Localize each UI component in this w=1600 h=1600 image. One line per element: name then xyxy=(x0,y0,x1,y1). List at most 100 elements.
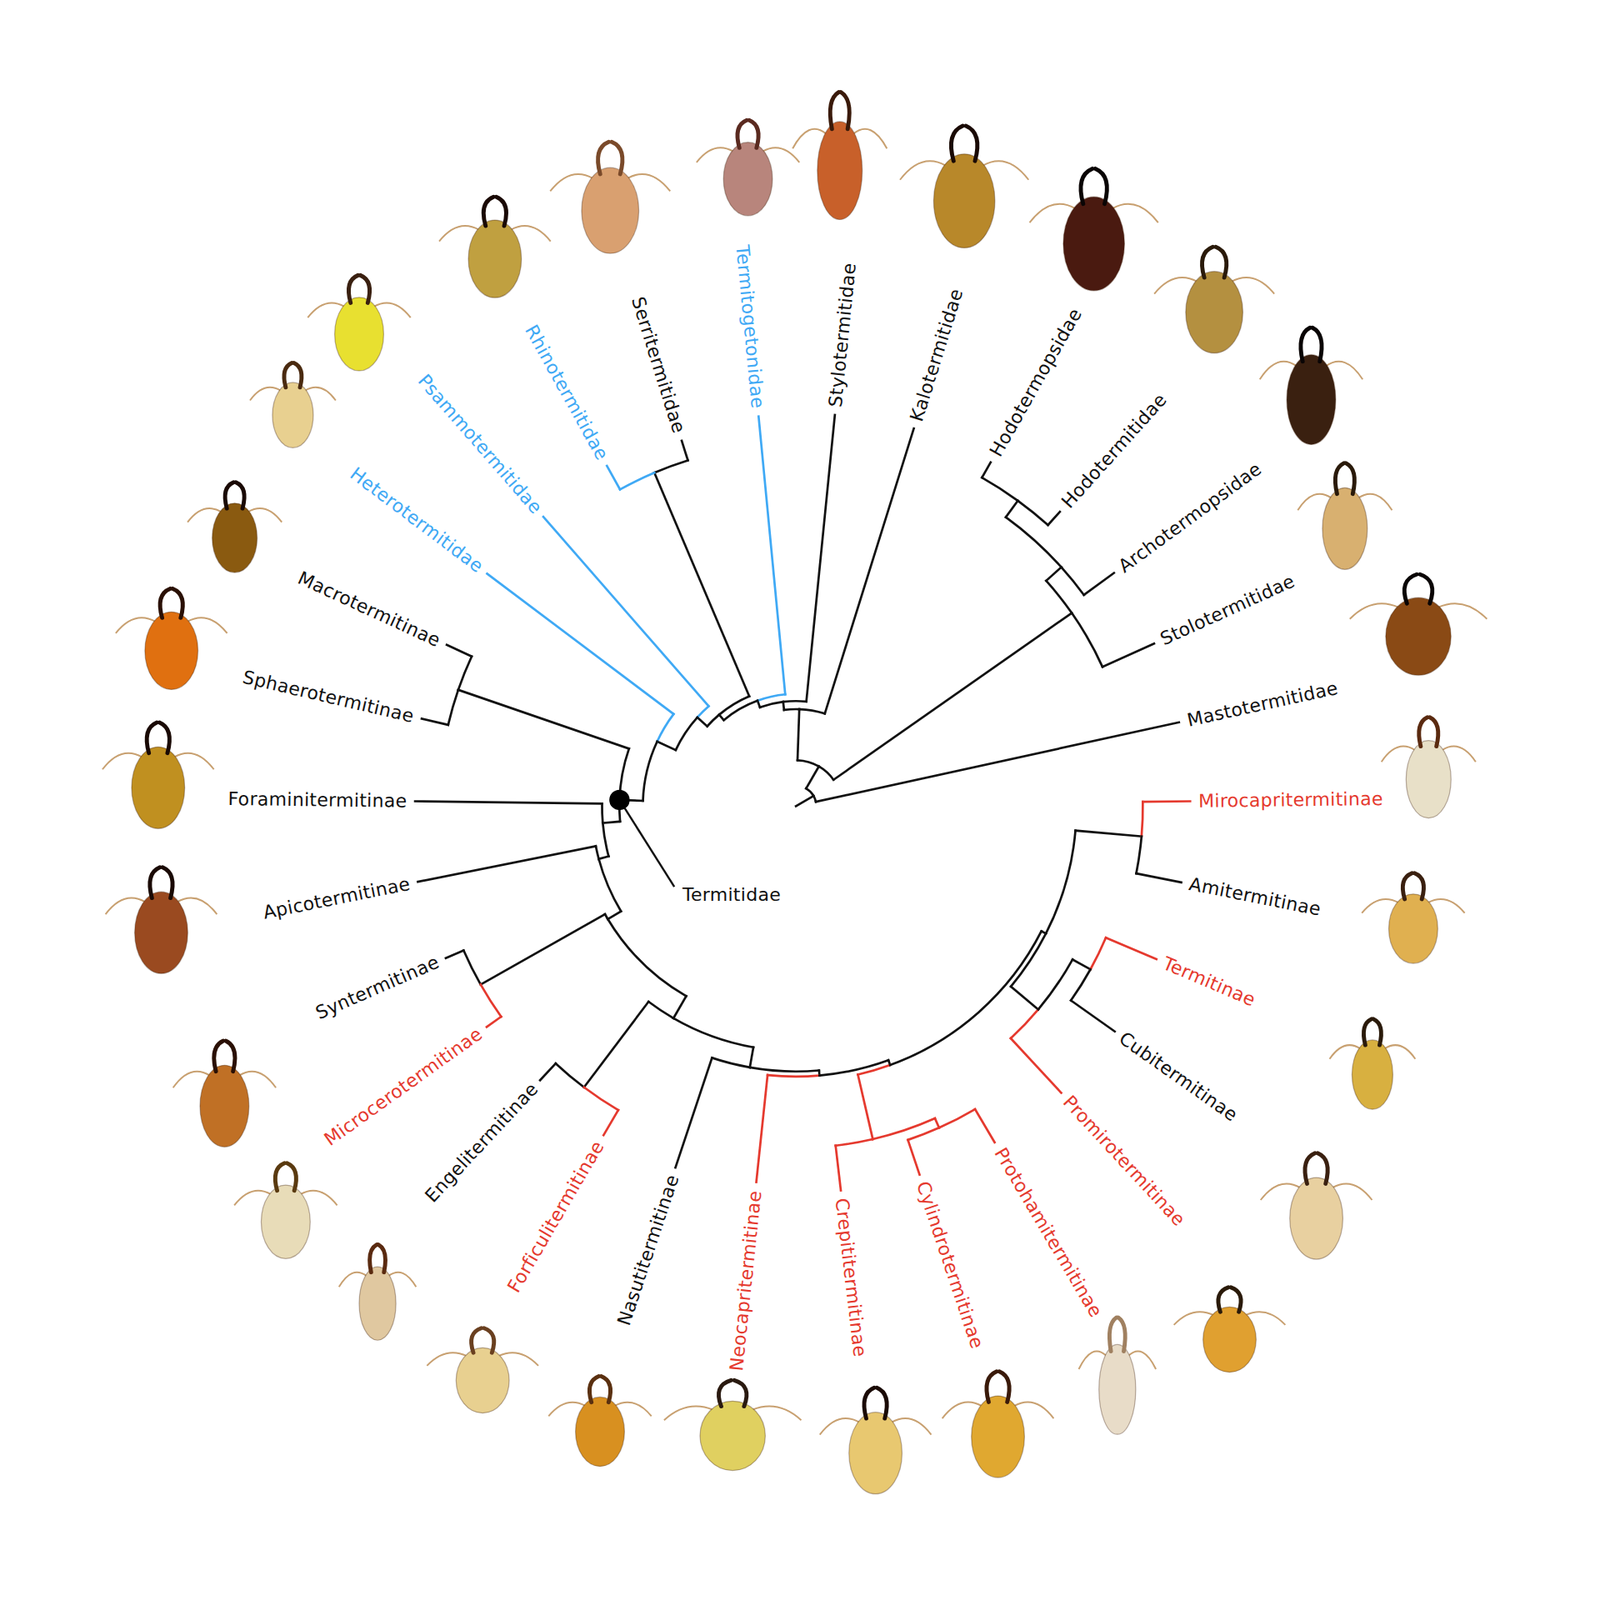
taxon-label: Amitermitinae xyxy=(1187,873,1323,920)
taxon-label: Nasutitermitinae xyxy=(613,1171,684,1328)
tree-branch xyxy=(480,914,605,985)
tree-branch xyxy=(857,1074,873,1140)
tree-branch xyxy=(1005,517,1062,568)
mandible xyxy=(348,275,358,303)
head-capsule xyxy=(1322,487,1368,570)
mandible xyxy=(600,1375,610,1402)
taxon-label: Crepititermitinae xyxy=(831,1197,871,1359)
tree-branch xyxy=(673,995,686,1019)
taxon-label: Heterotermitidae xyxy=(345,463,488,577)
mandible xyxy=(965,125,978,161)
tree-branch xyxy=(1070,969,1090,1000)
tree-branch xyxy=(833,613,1072,780)
tree-branch xyxy=(806,415,835,702)
head-capsule xyxy=(971,1395,1025,1478)
taxon-label: Kalotermitidae xyxy=(905,285,967,424)
head-capsule xyxy=(849,1412,903,1495)
mandible xyxy=(1420,574,1433,604)
mandible xyxy=(734,1380,747,1406)
mandible xyxy=(214,1040,224,1072)
taxon-label: Forficulitermitinae xyxy=(503,1136,609,1296)
mandible xyxy=(598,141,610,175)
mandible xyxy=(1404,574,1417,604)
tree-branch xyxy=(1048,511,1060,525)
tree-branch xyxy=(1141,801,1144,836)
tree-branch xyxy=(643,741,658,801)
mandible xyxy=(1080,168,1093,204)
tree-branch xyxy=(857,1065,890,1075)
leader-line xyxy=(619,800,675,887)
mandible xyxy=(360,275,370,303)
taxon-label: Hodotermopsidae xyxy=(985,305,1087,461)
tree-branch xyxy=(555,1063,585,1088)
head-capsule xyxy=(1385,597,1451,675)
tree-branch xyxy=(825,428,915,714)
tree-branch xyxy=(805,788,814,796)
tree-branch xyxy=(1045,830,1075,935)
mandible xyxy=(1312,327,1322,361)
tree-branch xyxy=(783,701,785,710)
tree-branch xyxy=(657,741,676,750)
tree-branch xyxy=(1090,937,1107,970)
taxon-label: Rhinotermitidae xyxy=(520,321,612,465)
tree-branch xyxy=(1005,500,1018,518)
tree-branch xyxy=(939,1109,975,1128)
tree-branch xyxy=(600,803,605,823)
taxon-label: Cylindrotermitinae xyxy=(912,1179,989,1352)
taxon-label: Foraminitermitinae xyxy=(227,788,407,812)
termite-head xyxy=(1350,574,1488,675)
tree-branch xyxy=(445,950,464,958)
head-capsule xyxy=(145,611,199,690)
termite-head xyxy=(1260,1153,1373,1260)
tree-branch xyxy=(1038,959,1073,1010)
tree-branch xyxy=(697,705,710,717)
tree-branch xyxy=(890,930,1041,1065)
termite-head xyxy=(173,1040,276,1147)
mandible xyxy=(483,196,494,226)
tree-branch xyxy=(654,472,750,696)
taxon-label: Apicotermitinae xyxy=(261,873,413,924)
termite-head xyxy=(187,482,282,573)
taxon-label: Neocapritermitinae xyxy=(725,1189,766,1372)
taxon-label: Macrotermitinae xyxy=(295,567,445,652)
mandible xyxy=(225,1040,235,1072)
taxon-label: Hodotermitidae xyxy=(1057,389,1171,513)
termite-head xyxy=(1030,168,1159,290)
tree-branch xyxy=(784,708,800,712)
tree-branch xyxy=(756,1075,769,1183)
termite-head xyxy=(1330,1019,1416,1110)
head-capsule xyxy=(455,1347,510,1413)
tree-branch xyxy=(981,477,1018,501)
tree-branch xyxy=(1017,500,1048,525)
termite-head xyxy=(234,1163,337,1260)
termite-head xyxy=(250,362,336,448)
tree-branch xyxy=(1102,643,1155,667)
tree-branch xyxy=(458,656,472,690)
tree-branch xyxy=(783,700,807,704)
tree-branch xyxy=(486,1016,501,1027)
mandible xyxy=(146,722,157,754)
termite-head xyxy=(900,125,1029,248)
head-capsule xyxy=(131,746,185,829)
tree-branch xyxy=(446,645,472,657)
head-capsule xyxy=(335,297,385,371)
tree-branch xyxy=(907,1140,920,1175)
tree-branch xyxy=(758,416,785,695)
taxon-label: Syntermitinae xyxy=(312,951,443,1024)
tree-branch xyxy=(1045,580,1072,614)
tree-branch xyxy=(648,1001,674,1019)
mandible xyxy=(840,92,850,130)
head-capsule xyxy=(581,167,640,254)
mandible xyxy=(484,1328,495,1353)
tree-branch xyxy=(1070,1000,1115,1032)
mandible xyxy=(1414,873,1424,900)
tree-branch xyxy=(599,856,610,860)
tree-branch xyxy=(602,823,609,857)
taxon-label: Sphaerotermitinae xyxy=(240,666,416,727)
clade-label: Termitidae xyxy=(682,884,781,905)
termite-head xyxy=(1174,1287,1286,1373)
tree-branch xyxy=(417,845,596,882)
mandible xyxy=(1118,1317,1125,1351)
termite-head xyxy=(439,196,551,298)
head-capsule xyxy=(1405,740,1451,819)
